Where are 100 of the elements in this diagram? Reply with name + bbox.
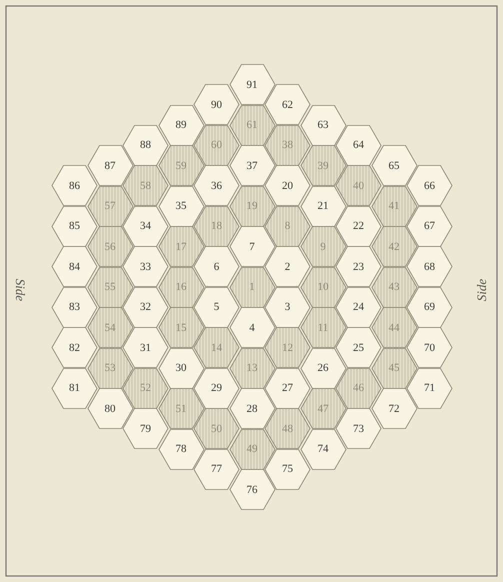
shaded-hexagon-tile — [264, 124, 311, 166]
tile-number: 50 — [211, 422, 222, 435]
side-label: Side — [474, 278, 490, 302]
tile-number: 14 — [211, 342, 222, 354]
tile-number: 5 — [214, 301, 220, 314]
tile-number: 9 — [320, 240, 326, 252]
tile-number: 41 — [388, 200, 400, 212]
tile-number: 61 — [246, 119, 258, 131]
hexagon-tile — [193, 84, 240, 126]
tile-number: 19 — [246, 200, 258, 212]
tile-number: 51 — [176, 402, 186, 414]
hexagon-tile — [335, 124, 382, 166]
shaded-hexagon-tile — [228, 186, 276, 226]
hexagon-tile — [264, 165, 311, 206]
hexagon-tile — [228, 307, 276, 348]
tile-number: 37 — [246, 160, 258, 172]
tile-number: 84 — [69, 260, 80, 273]
tile-number: 60 — [211, 139, 222, 152]
hexagon-tile — [193, 165, 240, 206]
tile-number: 64 — [353, 139, 364, 152]
shaded-hexagon-tile — [122, 165, 169, 206]
hexagon-tile — [122, 124, 169, 166]
tile-number: 48 — [282, 422, 293, 435]
tile-number: 3 — [284, 301, 290, 314]
hexagon-tile — [51, 246, 98, 288]
shaded-hexagon-tile — [300, 226, 346, 267]
tile-number: 40 — [353, 180, 364, 192]
hexagon-tile — [228, 388, 276, 429]
tile-number: 82 — [69, 342, 80, 354]
tile-number: 28 — [246, 402, 258, 414]
tile-number: 59 — [176, 160, 186, 172]
shaded-hexagon-tile — [158, 145, 204, 186]
tile-number: 78 — [176, 443, 186, 455]
shaded-hexagon-tile — [86, 348, 134, 388]
hexagon-tile — [370, 145, 418, 186]
tile-number: 55 — [104, 281, 116, 293]
shaded-hexagon-tile — [86, 266, 134, 308]
hexagon-tile — [122, 408, 169, 450]
tile-number: 46 — [353, 382, 364, 394]
hexagon-tile — [228, 469, 276, 510]
tile-number: 44 — [388, 322, 400, 334]
shaded-hexagon-tile — [300, 266, 346, 308]
tile-number: 73 — [353, 422, 364, 435]
tile-number: 45 — [388, 362, 400, 374]
tile-number: 42 — [388, 240, 400, 252]
tile-number: 53 — [104, 362, 116, 374]
hexagon-tile — [335, 327, 382, 368]
hexagon-tile — [300, 186, 346, 226]
tile-number: 35 — [176, 200, 186, 212]
tile-number: 47 — [318, 402, 328, 414]
tile-number: 88 — [140, 139, 151, 152]
tile-number: 22 — [353, 220, 364, 232]
tile-number: 91 — [246, 78, 258, 90]
hexagon-tile — [406, 368, 453, 409]
shaded-hexagon-tile — [193, 206, 240, 247]
shaded-hexagon-tile — [300, 307, 346, 348]
tile-number: 8 — [284, 220, 290, 232]
tile-number: 89 — [176, 119, 186, 131]
tile-number: 24 — [353, 301, 364, 314]
hexagon-tile — [228, 226, 276, 267]
hexagon-tile — [406, 165, 453, 206]
shaded-hexagon-tile — [370, 307, 418, 348]
tile-number: 11 — [318, 322, 328, 334]
tile-number: 86 — [69, 180, 80, 192]
shaded-hexagon-tile — [300, 145, 346, 186]
hexagon-tile — [300, 104, 346, 146]
hexagon-tile — [158, 348, 204, 388]
tile-number: 7 — [249, 240, 255, 252]
tile-number: 81 — [69, 382, 80, 394]
shaded-hexagon-tile — [228, 348, 276, 388]
tile-number: 6 — [214, 260, 220, 273]
shaded-hexagon-tile — [370, 348, 418, 388]
hexagon-tile — [122, 206, 169, 247]
tile-number: 26 — [318, 362, 328, 374]
hexagon-tile — [193, 246, 240, 288]
hexagon-tile — [51, 286, 98, 328]
tile-number: 32 — [140, 301, 151, 314]
hexagon-tile — [193, 448, 240, 490]
tile-number: 18 — [211, 220, 222, 232]
tile-number: 76 — [246, 484, 258, 496]
hexagon-tile — [122, 327, 169, 368]
hexagon-tile — [406, 286, 453, 328]
tile-number: 54 — [104, 322, 116, 334]
shaded-hexagon-tile — [370, 266, 418, 308]
hexagon-tile — [228, 64, 276, 105]
tile-number: 49 — [246, 443, 258, 455]
shaded-hexagon-tile — [193, 327, 240, 368]
tile-number: 2 — [284, 260, 290, 273]
tile-number: 4 — [249, 322, 255, 334]
hexagon-tile — [264, 246, 311, 288]
hexagon-tile — [158, 104, 204, 146]
hexagon-tile — [228, 145, 276, 186]
hexagon-tile — [86, 388, 134, 429]
hexagon-tile — [86, 145, 134, 186]
hexagon-tile — [335, 246, 382, 288]
tile-number: 85 — [69, 220, 80, 232]
tile-number: 52 — [140, 382, 151, 394]
shaded-hexagon-tile — [122, 368, 169, 409]
tile-number: 67 — [424, 220, 435, 232]
hexagon-tile — [300, 348, 346, 388]
